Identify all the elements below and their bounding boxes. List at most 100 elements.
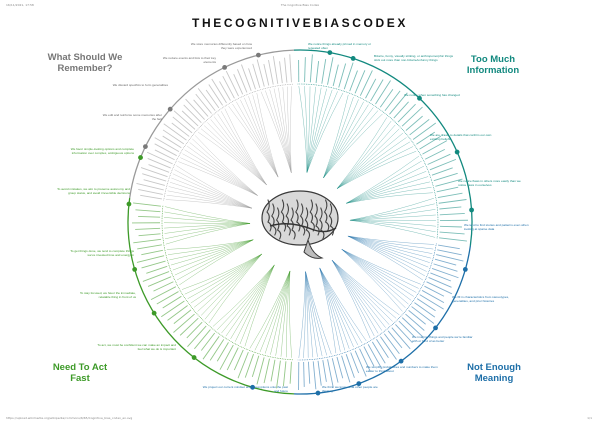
quadrant-title-too-much-information: Too Much Information [466,54,520,76]
bias-branch [305,271,309,358]
category-dot [327,50,333,56]
bias-label-mark [211,78,227,104]
bias-branch [332,260,397,319]
bias-branch [319,267,354,348]
bias-label-mark [439,237,467,242]
category-dot [433,325,438,331]
bias-branch [197,254,262,312]
bias-branch [269,89,292,173]
bias-label-mark [226,347,239,371]
bias-label-mark [435,178,463,187]
bias-label-mark [389,92,408,115]
bias-label-mark [136,255,165,263]
bias-label-mark [173,309,192,325]
bias-branch [319,267,341,352]
bias-label-mark [416,131,435,145]
bias-label-mark [376,339,389,358]
bias-branch [248,96,279,178]
bias-branch [303,271,306,358]
bias-label-mark [322,360,327,382]
bias-branch [213,116,267,185]
bias-label-mark [185,98,205,120]
bias-branch [182,153,258,196]
bias-branch [341,249,406,308]
bias-branch [349,203,435,221]
bias-label-mark [137,244,162,250]
bias-branch [164,211,251,224]
bias-branch [278,87,292,173]
outer-arc-memory [129,49,295,199]
brain-fold [304,207,311,240]
bias-label-mark [147,158,171,169]
category-note: We think we know what other people are t… [322,385,378,393]
inner-arc-meaning [297,243,437,361]
bias-branch [167,190,252,209]
bias-label-mark [345,354,355,378]
bias-label-mark [307,361,311,384]
bias-branch [337,141,410,189]
category-dot [132,267,138,272]
bias-branch [337,132,404,189]
bias-branch [166,239,254,250]
bias-branch [169,239,254,261]
bias-branch [232,103,279,178]
bias-label-mark [433,263,458,272]
bias-branch [323,107,374,178]
bias-label-mark [187,325,207,348]
bias-branch [207,122,267,185]
bias-branch [164,217,251,224]
bias-label-mark [427,153,451,165]
bias-branch [239,264,275,345]
bias-branch [244,97,279,178]
category-dot [350,56,356,61]
bias-label-mark [179,317,199,336]
inner-arc-too_much [297,83,439,239]
bias-branch [305,271,314,358]
outer-arc-meaning [293,245,471,395]
bias-branch [319,267,337,354]
category-note: We are drawn to details that confirm our… [430,133,492,141]
bias-branch [346,155,420,204]
bias-branch [337,146,414,189]
bias-label-mark [233,74,244,95]
browser-footer-url: https://upload.wikimedia.org/wikipedia/c… [6,416,133,420]
bias-branch [179,239,254,285]
bias-branch [287,86,292,173]
bias-label-mark [172,116,193,134]
category-note: To get things done, we tend to complete … [70,249,134,257]
bias-label-mark [237,351,249,379]
bias-label-mark [154,137,180,153]
bias-branch [270,270,291,355]
bias-branch [323,104,369,178]
bias-branch [174,239,254,276]
bias-label-mark [384,90,401,111]
bias-branch [195,135,258,196]
bias-label-mark [162,129,185,145]
brain-stem [303,238,324,259]
bias-branch [349,198,434,221]
bias-label-mark [284,57,288,83]
bias-label-mark [216,342,229,362]
bias-branch [323,99,359,178]
bias-label-mark [289,361,292,384]
bias-branch [319,267,359,346]
bias-branch [228,106,279,178]
bias-label-mark [173,313,195,333]
bias-label-mark [202,336,220,360]
bias-label-mark [419,135,442,150]
bias-branch [172,239,254,271]
bias-branch [347,235,433,254]
bias-label-mark [379,89,394,108]
bias-label-mark [135,227,161,230]
brain-icon [261,190,339,259]
bias-branch [305,271,332,355]
bias-branch [341,249,409,305]
bias-branch [349,214,436,221]
bias-branch [306,86,316,173]
bias-label-mark [424,149,446,160]
bias-label-mark [167,305,188,321]
bias-branch [200,128,267,185]
bias-branch [194,254,262,308]
bias-branch [289,270,292,358]
bias-branch [337,137,407,189]
